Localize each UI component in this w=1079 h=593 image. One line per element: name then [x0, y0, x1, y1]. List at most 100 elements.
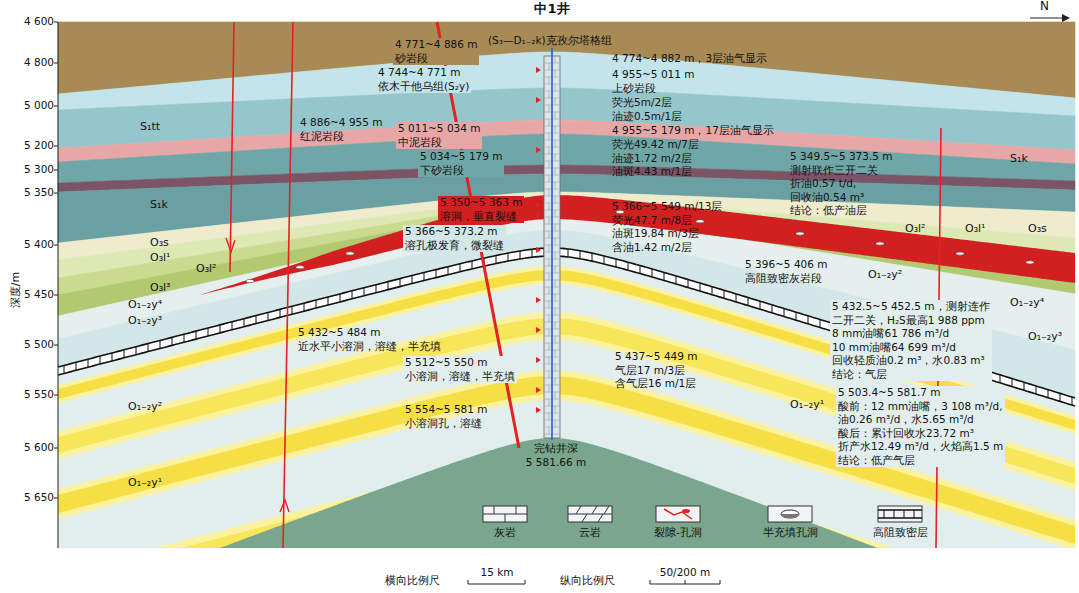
depth-axis: [54, 22, 58, 548]
text-line: O₃l¹: [965, 222, 986, 236]
tight-layer-tick: [1012, 379, 1013, 387]
text-line: 气层17 m/3层: [615, 364, 697, 378]
annotation-note: 5 011~5 034 m 中泥岩段: [396, 122, 482, 149]
text-line: 回收油0.54 m³: [790, 191, 893, 205]
tight-layer-tick: [772, 305, 773, 313]
text-line: 4 800: [24, 56, 54, 70]
text-line: S₁tt: [140, 120, 160, 134]
tight-layer-tick: [184, 334, 185, 342]
text-line: 5 432.5~5 452.5 m，测射连作: [832, 300, 990, 314]
annotation-note: 5 432~5 484 m 近水平小溶洞，溶缝，半充填: [298, 326, 441, 353]
text-line: O₁₋₂y¹: [790, 398, 824, 412]
text-line: O₁₋₂y⁴: [1010, 296, 1044, 310]
annotation-note: 5 034~5 179 m 下砂岩段: [418, 150, 504, 177]
text-line: 溶洞，垂直裂缝: [440, 210, 522, 224]
formation-label: O₃s: [150, 236, 169, 250]
text-line: 15 km: [480, 566, 513, 580]
tight-layer-tick: [352, 291, 353, 299]
tight-layer-tick: [700, 283, 701, 291]
tight-layer-edge: [58, 256, 1075, 406]
legend-symbol: [568, 506, 612, 522]
formation-label: S₁tt: [140, 120, 160, 134]
annotation-note: 5 503.4~5 581.7 m 酸前：12 mm油嘴，3 108 m³/d,…: [836, 386, 1005, 467]
yellow-reservoir-band: [58, 370, 1075, 548]
text-line: 5 554~5 581 m: [405, 403, 487, 417]
text-line: N: [1040, 0, 1049, 14]
tight-layer-tick: [376, 285, 377, 293]
text-line: 完钻井深: [526, 442, 586, 456]
annotation-note: 5 512~5 550 m 小溶洞，溶缝，半充填: [403, 356, 517, 383]
text-line: O₁₋₂y²: [868, 268, 902, 282]
formation-label: O₃l¹: [965, 222, 986, 236]
tight-layer-tick: [568, 249, 569, 257]
tight-layer-tick: [1036, 386, 1037, 394]
well-title: 中1井: [534, 2, 569, 16]
formation-label: O₃l²: [196, 262, 217, 276]
text-line: 5 503.4~5 581.7 m: [838, 386, 1003, 400]
annotation-note: 4 886~4 955 m 红泥岩段: [300, 116, 382, 143]
text-line: 小溶洞孔，溶缝: [405, 417, 487, 431]
tight-layer-tick: [268, 312, 269, 320]
north-label: N: [1040, 0, 1049, 14]
tight-layer-tick: [304, 303, 305, 311]
well-depth-note: 完钻井深 5 581.66 m: [526, 442, 586, 469]
text-line: 8 mm油嘴61 786 m³/d: [832, 327, 990, 341]
text-line: 折产水12.49 m³/d，火焰高1.5 m: [838, 440, 1003, 454]
text-line: (S₃—D₁₋₂k)克孜尔塔格组: [488, 34, 612, 48]
tight-layer-tick: [1072, 397, 1073, 405]
tight-layer-tick: [580, 251, 581, 259]
formation-label: S₁k: [150, 198, 168, 212]
legend-label: 裂隙-孔洞: [654, 526, 702, 540]
tight-layer-tick: [460, 264, 461, 272]
legend-label: 高阻致密层: [873, 526, 928, 540]
tight-layer-tick: [784, 308, 785, 316]
text-line: 5 034~5 179 m: [420, 150, 502, 164]
scale-value: 15 km: [480, 566, 513, 580]
fault-lines: [226, 22, 941, 548]
text-line: O₁₋₂y³: [1028, 330, 1062, 344]
text-line: 4 600: [24, 15, 54, 29]
tight-layer-tick: [64, 365, 65, 373]
text-line: 4 774~4 882 m，3层油气显示: [612, 52, 767, 66]
text-line: 5 000: [24, 99, 54, 113]
text-line: O₃l¹: [150, 251, 171, 265]
tight-layer-tick: [388, 282, 389, 290]
axis-tick-label: 4 600: [24, 15, 54, 29]
text-line: 5 550: [24, 388, 54, 402]
text-line: 油迹0.5m/1层: [612, 110, 682, 124]
tight-layer-tick: [496, 256, 497, 264]
scale-value: 50/200 m: [660, 566, 711, 580]
text-line: 深度/m: [9, 272, 23, 308]
text-line: 4 955~5 011 m: [612, 68, 694, 82]
text-line: O₃s: [1028, 222, 1047, 236]
scale-label: 横向比例尺: [385, 574, 440, 588]
text-line: 油斑4.43 m/1层: [612, 165, 699, 179]
text-line: 5 366~5 549 m/13层: [612, 200, 722, 214]
text-line: 测射联作三开二关: [790, 164, 893, 178]
text-line: 结论：低产油层: [790, 204, 893, 218]
text-line: 小溶洞，溶缝，半充填: [405, 370, 515, 384]
annotation-note: 4 771~4 886 m 砂岩段: [393, 38, 479, 65]
axis-tick-label: 5 550: [24, 388, 54, 402]
annotation-note: 5 349.5~5 373.5 m 测射联作三开二关 折油0.57 t/d, 回…: [790, 150, 893, 218]
text-line: S₁k: [1010, 152, 1028, 166]
tight-layer-tick: [124, 350, 125, 358]
tight-layer-tick: [316, 300, 317, 308]
text-line: 油0.26 m³/d，水5.65 m³/d: [838, 413, 1003, 427]
formation-label: O₃l²: [905, 222, 926, 236]
scale-label: 纵向比例尺: [560, 574, 615, 588]
text-line: 5 366~5 373.2 m: [405, 225, 504, 239]
tight-layer-tick: [508, 253, 509, 261]
vug-symbol: [246, 279, 254, 282]
tight-layer-tick: [340, 294, 341, 302]
tight-layer-tick: [712, 287, 713, 295]
text-line: 油斑19.84 m/3层: [612, 227, 722, 241]
tight-layer-tick: [220, 325, 221, 333]
text-line: 含油1.42 m/2层: [612, 241, 722, 255]
formation-label: O₁₋₂y⁴: [1010, 296, 1044, 310]
tight-layer-tick: [364, 288, 365, 296]
text-line: 含气层16 m/1层: [615, 377, 697, 391]
annotation-note: 4 955~5 179 m，17层油气显示: [612, 124, 774, 138]
tight-layer-tick: [640, 266, 641, 274]
